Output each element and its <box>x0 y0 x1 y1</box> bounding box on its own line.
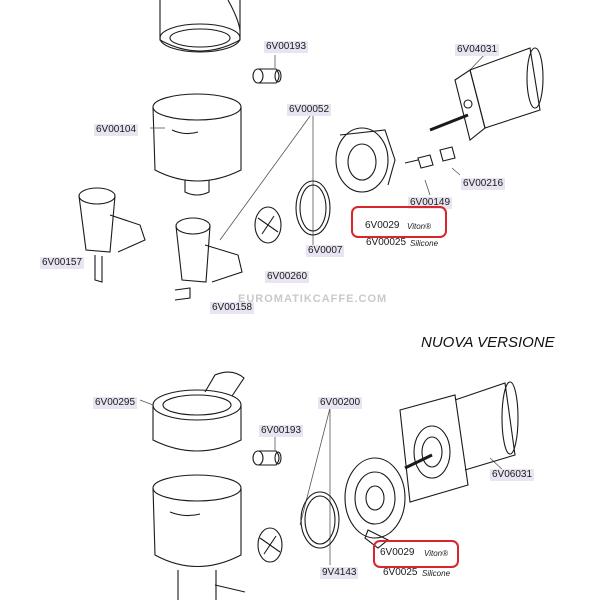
gasket-silicone-material-bottom: Silicone <box>422 569 451 578</box>
mixing-bowl-bottom <box>152 474 246 600</box>
impeller-housing-bottom <box>344 457 406 549</box>
part-label-6V04031: 6V04031 <box>455 44 500 56</box>
part-label-6V06031: 6V06031 <box>490 469 535 481</box>
gasket-silicone-code-bottom: 6V0025 <box>383 567 418 578</box>
outlet-part-157 <box>78 187 146 283</box>
part-label-6V00193-bottom: 6V00193 <box>259 425 304 437</box>
part-label-6V00157: 6V00157 <box>40 257 85 269</box>
highlight-box-top <box>351 206 447 238</box>
part-label-6V0007: 6V0007 <box>306 245 345 257</box>
outlet-part-158 <box>174 217 243 301</box>
part-label-6V00216: 6V00216 <box>461 178 506 190</box>
part-label-6V00158: 6V00158 <box>210 302 255 314</box>
gasket-viton-material-top: Viton® <box>407 222 431 231</box>
o-ring-top <box>295 180 331 236</box>
impeller-disk-bottom <box>257 527 283 563</box>
gasket-silicone-material-top: Silicone <box>410 239 439 248</box>
spout-top <box>252 68 282 84</box>
part-label-6V00260: 6V00260 <box>265 271 310 283</box>
gasket-silicone-code-top: 6V00025 <box>366 237 407 248</box>
motor-bottom <box>399 381 519 503</box>
gasket-viton-material-bottom: Viton® <box>424 549 448 558</box>
hopper-funnel-top <box>159 0 241 53</box>
spout-bottom <box>252 450 282 466</box>
part-label-6V00295: 6V00295 <box>93 397 138 409</box>
motor-top <box>429 47 544 141</box>
o-ring-bottom <box>300 491 340 549</box>
mixing-bowl-top <box>152 93 242 196</box>
leader-lines-top <box>150 51 488 245</box>
impeller-housing-top <box>335 127 396 193</box>
gasket-viton-code-bottom: 6V0029 <box>380 547 415 558</box>
part-label-6V00104: 6V00104 <box>94 124 139 136</box>
screws-top <box>404 146 456 169</box>
part-label-6V00052: 6V00052 <box>287 104 332 116</box>
hopper-funnel-bottom <box>152 371 245 452</box>
highlight-box-bottom <box>373 540 459 568</box>
watermark: EUROMATIKCAFFE.COM <box>238 293 388 305</box>
part-label-6V00193-top: 6V00193 <box>264 41 309 53</box>
part-label-6V00200: 6V00200 <box>318 397 363 409</box>
impeller-disk-top <box>254 206 282 244</box>
gasket-viton-code-top: 6V0029 <box>365 220 400 231</box>
part-label-9V4143: 9V4143 <box>320 567 359 579</box>
section-heading-nuova-versione: NUOVA VERSIONE <box>421 334 555 351</box>
